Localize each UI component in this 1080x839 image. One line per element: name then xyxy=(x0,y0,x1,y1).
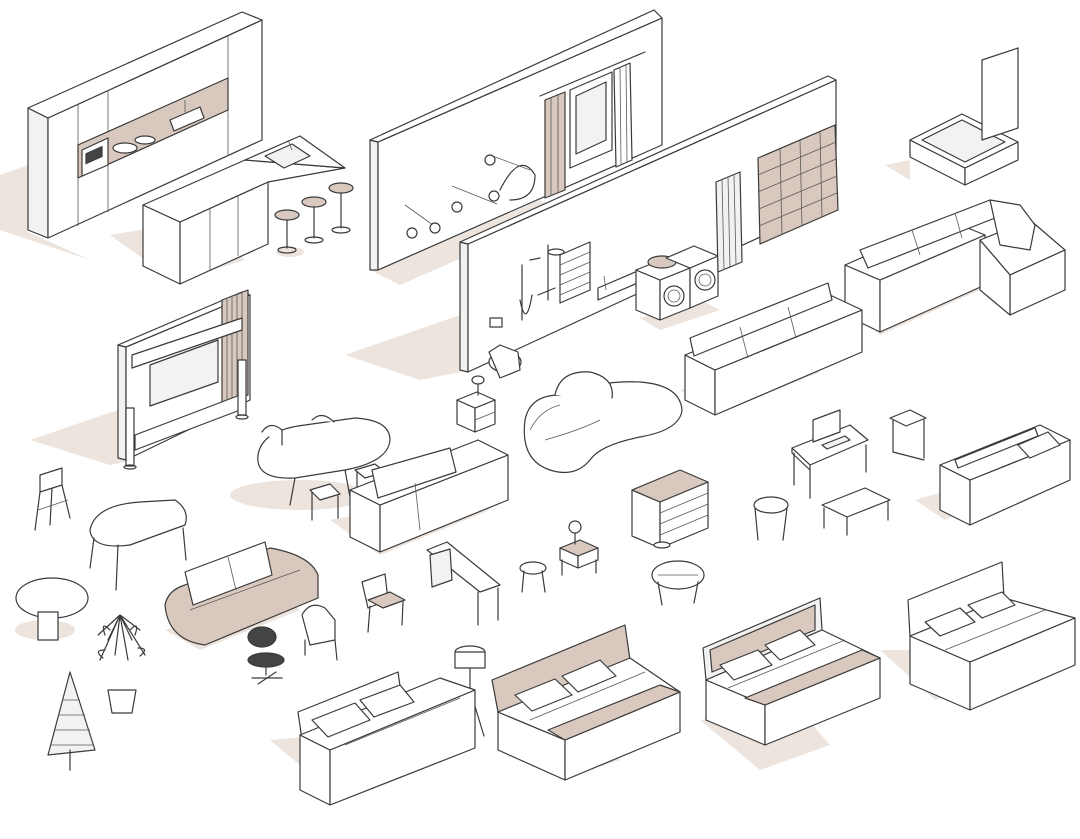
coffee-table xyxy=(821,487,891,536)
console-table xyxy=(426,541,501,626)
curved-sofa xyxy=(523,371,683,473)
side-table xyxy=(889,409,927,461)
round-coffee-table xyxy=(651,560,705,606)
dresser xyxy=(631,469,709,549)
bar-stool xyxy=(301,196,327,244)
high-chair xyxy=(34,467,71,531)
washing-machine xyxy=(635,245,720,330)
curtain-window xyxy=(539,51,646,199)
vertical-radiator xyxy=(715,171,743,273)
double-bed xyxy=(880,561,1076,711)
nightstand-with-lamp xyxy=(559,520,599,576)
oval-dining-table xyxy=(230,417,391,510)
sectional-sofa xyxy=(330,439,509,555)
towel-radiator xyxy=(559,241,591,304)
floor-speaker xyxy=(235,359,249,420)
upholstered-bed xyxy=(700,597,881,770)
side-table xyxy=(753,496,789,541)
daybed xyxy=(915,424,1071,526)
three-seat-sofa xyxy=(680,282,863,416)
double-bed xyxy=(270,671,476,806)
armchair xyxy=(361,573,406,633)
upholstered-bed xyxy=(491,624,681,781)
dining-chair xyxy=(261,424,283,446)
floor-speaker xyxy=(123,407,137,470)
bathtub xyxy=(885,47,1019,186)
office-chair xyxy=(247,626,285,685)
kitchen-cabinets xyxy=(0,11,263,260)
dining-chair xyxy=(309,483,341,525)
potted-plant xyxy=(97,614,146,714)
round-table xyxy=(15,577,89,641)
tv-wall-unit xyxy=(30,289,251,465)
armchair xyxy=(301,604,338,661)
stool xyxy=(519,561,547,593)
ladder-shelf xyxy=(757,124,839,245)
dining-chair xyxy=(311,414,335,423)
toilet xyxy=(488,344,522,379)
l-shaped-sofa xyxy=(844,199,1066,335)
bar-stool xyxy=(274,209,304,257)
kitchen-island xyxy=(110,135,346,285)
shower-set xyxy=(519,244,565,321)
bar-stool xyxy=(328,182,354,234)
loveseat-sofa xyxy=(164,541,319,650)
nightstand xyxy=(456,375,496,433)
pine-tree xyxy=(47,671,96,771)
desk-with-laptop xyxy=(791,409,869,499)
rectangular-dining-table xyxy=(89,499,187,591)
